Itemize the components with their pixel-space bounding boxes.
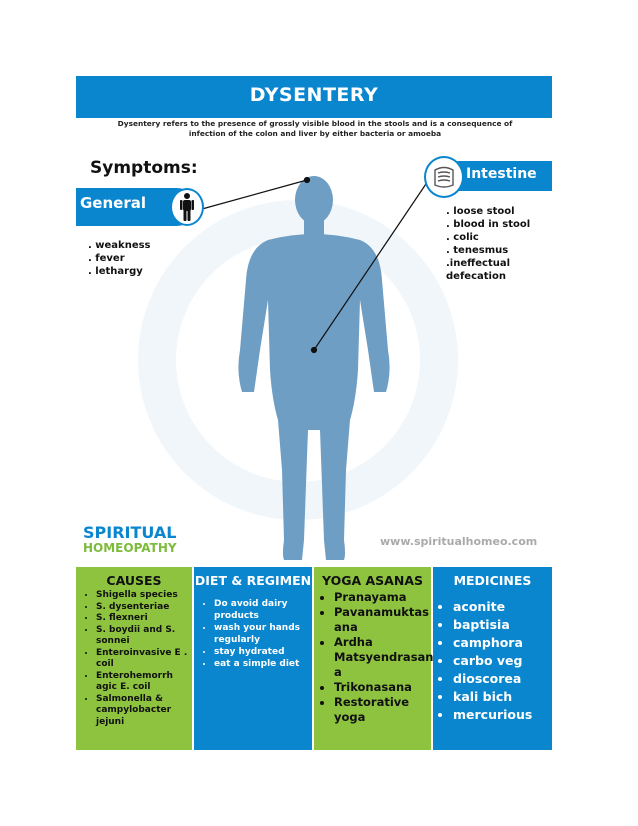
intestine-symptom-list: . loose stool . blood in stool . colic .… xyxy=(446,205,556,283)
intestine-label: Intestine xyxy=(466,166,537,182)
list-item: . lethargy xyxy=(88,266,143,277)
list-item: . loose stool xyxy=(446,206,515,217)
list-item: Enterohemorrh agic E. coil xyxy=(96,671,192,694)
list-item: carbo veg xyxy=(453,652,552,670)
symptoms-heading: Symptoms: xyxy=(90,158,198,178)
medicines-heading: MEDICINES xyxy=(453,573,532,588)
list-item: Enteroinvasive E . coil xyxy=(96,648,192,671)
pointer-lines xyxy=(201,174,433,354)
medicines-column: MEDICINES aconite baptisia camphora carb… xyxy=(433,567,552,750)
brand-tagline: HOMEOPATHY xyxy=(83,541,177,555)
list-item: S. dysenteriae xyxy=(96,602,192,614)
page-subtitle: Dysentery refers to the presence of gros… xyxy=(117,119,513,138)
list-item: . fever xyxy=(88,253,125,264)
list-item: . colic xyxy=(446,232,479,243)
list-item: Ardha Matsyendrasan a xyxy=(334,635,434,680)
yoga-column: YOGA ASANAS Pranayama Pavanamuktas ana A… xyxy=(314,567,434,750)
list-item: wash your hands regularly xyxy=(214,622,312,646)
list-item: Pranayama xyxy=(334,590,431,605)
list-item: Salmonella & campylobacter jejuni xyxy=(96,694,192,729)
human-figure-icon xyxy=(170,188,204,226)
list-item: Do avoid dairy products xyxy=(214,598,312,622)
list-item: stay hydrated xyxy=(214,646,312,658)
list-item: Restorative yoga xyxy=(334,695,431,725)
list-item: Trikonasana xyxy=(334,680,431,695)
body-silhouette xyxy=(238,176,390,560)
diet-column: DIET & REGIMEN Do avoid dairy products w… xyxy=(194,567,312,750)
general-symptom-list: . weakness . fever . lethargy xyxy=(88,239,151,278)
list-item: aconite xyxy=(453,598,552,616)
list-item: Pavanamuktas ana xyxy=(334,605,431,635)
yoga-heading: YOGA ASANAS xyxy=(321,573,423,588)
intestine-icon xyxy=(424,156,464,198)
list-item: . blood in stool xyxy=(446,219,531,230)
causes-heading: CAUSES xyxy=(106,573,162,588)
causes-list: Shigella species S. dysenteriae S. flexn… xyxy=(76,590,192,728)
list-item: S. flexneri xyxy=(96,613,192,625)
list-item: baptisia xyxy=(453,616,552,634)
website-url: www.spiritualhomeo.com xyxy=(380,535,538,548)
general-label: General xyxy=(80,194,146,212)
list-item: . tenesmus xyxy=(446,245,509,256)
list-item: camphora xyxy=(453,634,552,652)
list-item: .ineffectual defecation xyxy=(446,258,511,282)
diet-list: Do avoid dairy products wash your hands … xyxy=(194,598,312,670)
list-item: . weakness xyxy=(88,240,151,251)
diet-heading: DIET & REGIMEN xyxy=(194,573,312,588)
list-item: S. boydii and S. sonnei xyxy=(96,625,192,648)
yoga-list: Pranayama Pavanamuktas ana Ardha Matsyen… xyxy=(314,590,434,725)
list-item: mercurious xyxy=(453,706,552,724)
title-banner xyxy=(76,76,552,118)
medicines-list: aconite baptisia camphora carbo veg dios… xyxy=(433,598,552,724)
brand-name: SPIRITUAL xyxy=(83,523,177,542)
page-title: DYSENTERY xyxy=(249,84,379,106)
list-item: kali bich xyxy=(453,688,552,706)
list-item: eat a simple diet xyxy=(214,658,312,670)
causes-column: CAUSES Shigella species S. dysenteriae S… xyxy=(76,567,192,750)
list-item: Shigella species xyxy=(96,590,192,602)
list-item: dioscorea xyxy=(453,670,552,688)
